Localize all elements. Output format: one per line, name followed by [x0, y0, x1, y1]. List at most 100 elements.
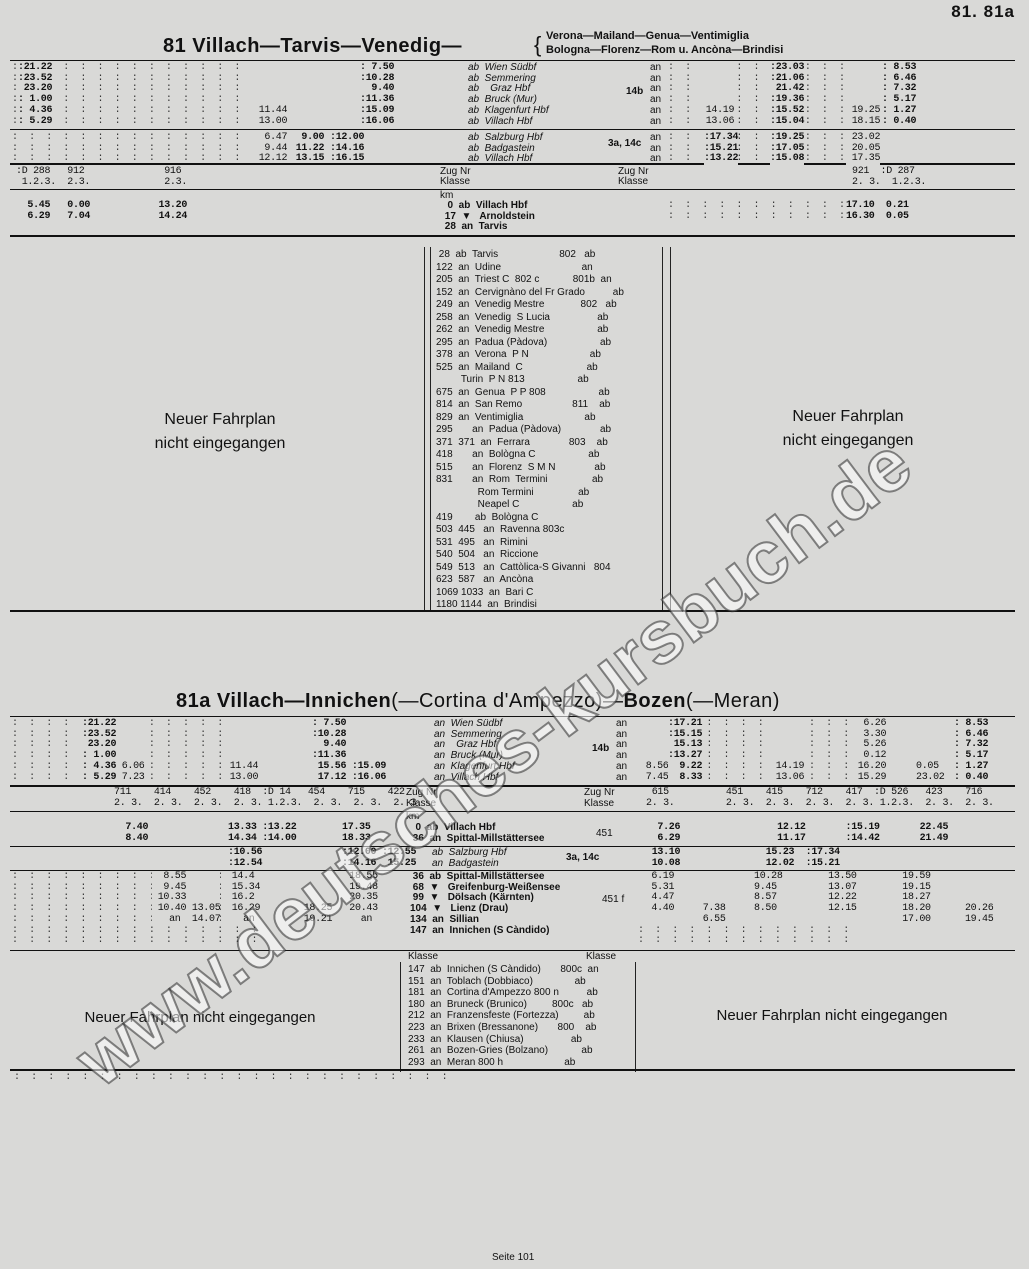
rule: [10, 785, 1015, 787]
table-row: 829 an Ventimiglia ab: [436, 411, 596, 423]
t81-dots-right-b: : : : : : : : : : : : : : : : : : : : : …: [668, 132, 862, 165]
title-part: (—Cortina d'Ampezzo)—: [391, 690, 624, 712]
t81-an-b: an an an: [650, 132, 662, 165]
table-row: 258 an Venedig S Lucia ab: [436, 311, 609, 323]
t81a-sub-rows: ab Salzburg Hbf an Badgastein: [432, 847, 507, 869]
table-81-title: 81 Villach—Tarvis—Venedig—: [163, 35, 463, 57]
t81a-col-3: 11.44 13.00: [224, 719, 259, 784]
table-row: 418 an Bològna C ab: [436, 449, 600, 460]
t81a-right-mid-b: 13.10 15.23 :17.34 10.08 12.02 :15.21: [651, 847, 840, 869]
t81-main-rows: 0 ab Villach Hbf 17 ▼ Arnoldstein 28 an …: [444, 200, 535, 233]
note-line: Neuer Fahrplan: [164, 411, 276, 428]
t81-col-1: :21.22 :23.52 23.20 : 1.00 : 4.36 : 5.29: [18, 62, 55, 128]
table-row: 1069 1033 an Bari C: [436, 586, 534, 598]
t81a-rcol-1: :17.21 :15.15 15.13 :13.27 9.22 8.33: [668, 718, 703, 784]
note-line: nicht eingegangen: [154, 435, 286, 452]
t81-ref-b: 3a, 14c: [608, 138, 642, 149]
t81a-right-zug: 615 451 415 712 417 :D 526 423 716 455: [646, 787, 1029, 798]
t81a-zug-row: 711 414 452 418 :D 14 454 715 422: [114, 787, 405, 798]
note-line: nicht eingegangen: [782, 432, 914, 449]
t81-col-b2: 9.00 11.22 13.15: [290, 132, 325, 166]
t81a-note-right: Neuer Fahrplan nicht eingegangen: [716, 1007, 948, 1024]
t81a-left-block-c: 8.55 9.45 10.33 10.40 13.05 an 14.07: [152, 871, 221, 926]
table-row: 180 an Bruneck (Brunico) 800c ab: [408, 998, 594, 1010]
t81a-col-2: 6.06 7.23: [116, 719, 145, 784]
klasse-label: Klasse: [408, 951, 439, 962]
t81-stations-top: ab Wien Südbf ab Semmering ab Graz Hbf a…: [468, 62, 549, 127]
title-part: (—Meran): [685, 690, 780, 712]
km-label: km: [440, 190, 454, 201]
zug-nr-label: Zug Nr: [406, 787, 437, 798]
table-row: 261 an Bozen-Gries (Bolzano) ab: [408, 1045, 593, 1057]
box-line: [662, 247, 663, 610]
t81-note-right: Neuer Fahrplan nicht eingegangen: [748, 405, 948, 453]
t81-stations-top-b: ab Salzburg Hbf ab Badgastein ab Villach…: [468, 132, 543, 165]
title-part: Innichen: [305, 690, 392, 712]
klasse-label: Klasse: [440, 176, 471, 187]
table-row: 378 an Verona P N ab: [436, 349, 601, 360]
table-row: 205 an Triest C 802 c 801b an: [436, 274, 612, 285]
t81a-left-block-e: 18.55 19.48 20.35 18.25 20.43 19.21 an: [298, 871, 378, 926]
table-81a-title: 81a Villach—Innichen(—Cortina d'Ampezzo)…: [176, 690, 780, 713]
page-footer: Seite 101: [492, 1252, 535, 1263]
t81-left-times-c: 5.45 0.00 13.20 6.29 7.04 14.24: [27, 200, 188, 222]
t81a-lower-rows: 36 ab Spittal-Millstättersee 68 ▼ Greife…: [410, 871, 561, 936]
t81a-rcol-2: 14.19 13.06: [770, 719, 805, 784]
title-part: 81a Villach—: [176, 690, 306, 712]
t81-rcol-b2: :19.25 :17.05 :15.08: [770, 132, 805, 166]
table-row: 549 513 an Cattòlica-S Givanni 804: [436, 561, 611, 573]
t81a-main-rows: 0 ab Villach Hbf 36 an Spittal-Millstätt…: [412, 822, 545, 844]
t81a-col-1: :21.22 :23.52 23.20 : 1.00 : 4.36 : 5.29: [82, 718, 117, 784]
klasse-label-r: Klasse: [586, 951, 617, 962]
klasse-label-r: Klasse: [584, 798, 615, 809]
table-row: 122 an Udine an: [436, 261, 593, 273]
table-row: 152 an Cervignàno del Fr Grado ab: [436, 286, 624, 298]
t81a-ref-a: 14b: [592, 743, 610, 754]
t81-col-b3: :12.00 :14.16 :16.15: [330, 132, 365, 166]
zug-nr-label: Zug Nr: [440, 166, 471, 177]
t81a-dots-bottom: : : : : : : : : : : : : : : : : : : : : …: [14, 1072, 448, 1083]
t81a-left-block-a: 7.40 13.33 :13.22 17.35 8.40 14.34 :14.0…: [125, 822, 371, 844]
table-row: Turin P N 813 ab: [436, 374, 589, 385]
table-row: 675 an Genua P P 808 ab: [436, 386, 610, 398]
t81-col-5: : 7.50 :10.28 9.40 :11.36 :15.09 :16.06: [360, 62, 395, 128]
t81-rcol-1: 14.19 13.06: [700, 63, 735, 128]
t81a-rextra: 0.05 23.02: [916, 761, 945, 784]
t81a-note-left: Neuer Fahrplan nicht eingegangen: [84, 1009, 316, 1026]
zug-nr-label-r: Zug Nr: [618, 166, 649, 177]
rule: [10, 950, 1015, 951]
t81-right-times-c: 17.10 0.21 16.30 0.05: [846, 200, 909, 223]
table-row: 147 ab Innichen (S Càndido) 800c an: [408, 964, 599, 975]
table-row: 371 371 an Ferrara 803 ab: [436, 436, 608, 448]
t81a-right-mid-c: 6.19 10.28 13.50 19.59 5.31 9.45 13.07 1…: [640, 871, 994, 926]
table-row: 223 an Brixen (Bressanone) 800 ab: [408, 1021, 597, 1033]
rule: [10, 189, 1015, 190]
t81a-right-klasse: 2. 3. 2. 3. 2. 3. 2. 3. 2. 3. 1.2.3. 2. …: [646, 798, 1029, 809]
t81a-rcol-4: : 8.53 : 6.46 : 7.32 : 5.17 : 1.27 : 0.4…: [954, 718, 989, 784]
rule: [10, 60, 1015, 61]
rule: [10, 610, 1015, 612]
t81-ref-a: 14b: [626, 86, 644, 97]
klasse-label: Klasse: [406, 798, 437, 809]
t81-rcol-b1: :17.34 :15.21 :13.22: [704, 132, 739, 166]
t81-rcol-4: : 8.53 : 6.46 : 7.32 : 5.17 : 1.27 : 0.4…: [882, 62, 917, 128]
t81a-right-mid-a: 7.26 12.12 :15.19 22.45 6.29 11.17 :14.4…: [657, 822, 949, 844]
t81-rcol-b3: 23.02 20.05 17.35: [846, 132, 881, 166]
t81a-ref-sub: 3a, 14c: [566, 852, 600, 863]
t81-dots-left-b: : : : : : : : : : : : : : : : : : : : : …: [12, 132, 257, 165]
t81-note-left: Neuer Fahrplan nicht eingegangen: [120, 408, 320, 456]
table-row: 151 an Toblach (Dobbiaco) ab: [408, 975, 586, 987]
table-row: 233 an Klausen (Chiusa) ab: [408, 1033, 582, 1045]
table-row: 28 ab Tarvis 802 ab: [436, 249, 596, 260]
t81a-center-box: [400, 962, 636, 1072]
table-row: 503 445 an Ravenna 803c: [436, 524, 565, 535]
t81-col-4: 11.44 13.00: [253, 63, 288, 128]
table-row: Rom Termini ab: [436, 486, 590, 498]
table-row: 262 an Venedig Mestre ab: [436, 324, 609, 335]
table-row: 814 an San Remo 811 ab: [436, 399, 611, 410]
box-line: [430, 247, 431, 610]
t81-dots-right-a: : : : : : : : : : : : : : : : : : : : : …: [668, 62, 862, 127]
t81-right-zug: 921 :D 287 2. 3. 1.2.3.: [852, 166, 927, 188]
table-row: 623 587 an Ancòna: [436, 574, 534, 585]
rule: [10, 870, 1015, 871]
